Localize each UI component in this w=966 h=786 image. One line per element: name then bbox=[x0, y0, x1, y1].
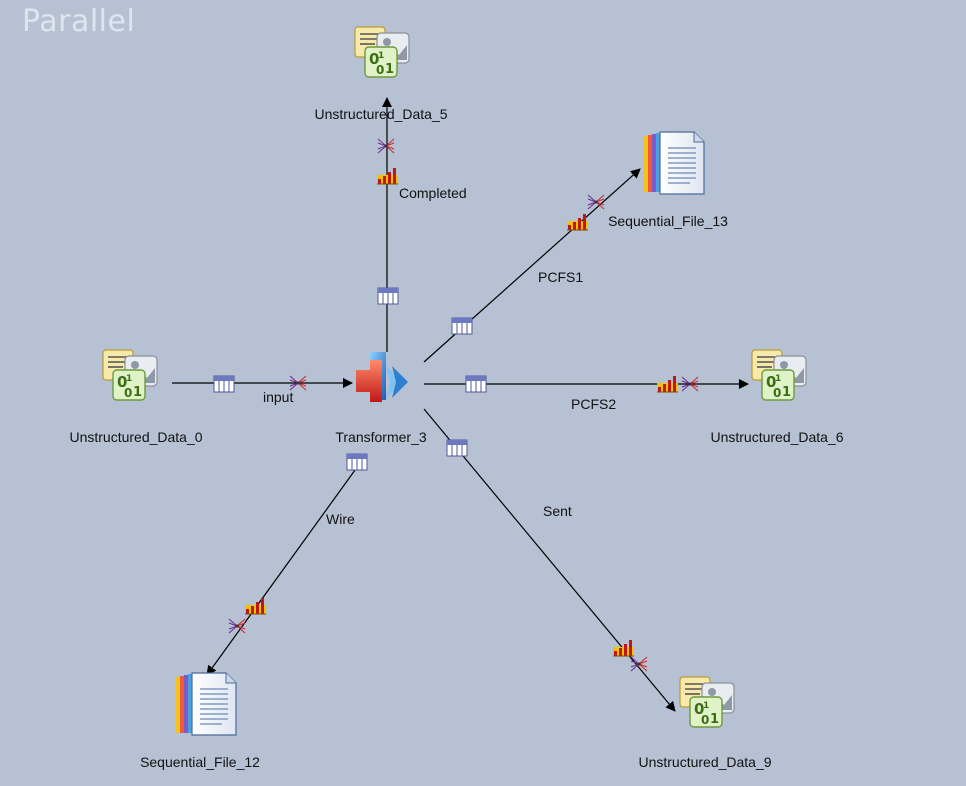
sequential-file-13-icon bbox=[643, 131, 705, 195]
node-label-unstructured-data-6[interactable]: Unstructured_Data_6 bbox=[710, 429, 844, 445]
link-label-completed[interactable]: Completed bbox=[399, 185, 467, 201]
link-pcfs2-partition-icon bbox=[656, 375, 679, 393]
link-label-pcfs1[interactable]: PCFS1 bbox=[538, 269, 584, 285]
link-pcfs1-partition-icon bbox=[566, 213, 589, 231]
link-pcfs1-collector-icon bbox=[587, 194, 605, 210]
link-pcfs2-grid-icon bbox=[465, 375, 487, 393]
link-input-grid-icon bbox=[213, 375, 235, 393]
link-sent-grid-icon bbox=[446, 439, 468, 457]
node-label-unstructured-data-5[interactable]: Unstructured_Data_5 bbox=[314, 106, 448, 122]
sequential-file-12-icon bbox=[175, 672, 237, 736]
node-label-unstructured-data-9[interactable]: Unstructured_Data_9 bbox=[638, 754, 772, 770]
link-label-wire[interactable]: Wire bbox=[326, 511, 355, 527]
link-sent-collector-icon bbox=[630, 656, 648, 672]
node-label-sequential-file-12[interactable]: Sequential_File_12 bbox=[140, 754, 260, 770]
link-sent-partition-icon bbox=[612, 639, 635, 657]
node-label-unstructured-data-0[interactable]: Unstructured_Data_0 bbox=[69, 429, 203, 445]
node-label-sequential-file-13[interactable]: Sequential_File_13 bbox=[608, 213, 728, 229]
link-line-sent bbox=[423, 408, 676, 712]
canvas-watermark: Parallel bbox=[22, 4, 136, 39]
unstructured-data-5-icon bbox=[354, 26, 410, 78]
unstructured-data-9-icon bbox=[679, 676, 735, 728]
node-label-transformer-3[interactable]: Transformer_3 bbox=[335, 429, 427, 445]
link-completed-grid-icon bbox=[377, 287, 399, 305]
link-label-pcfs2[interactable]: PCFS2 bbox=[571, 396, 617, 412]
transformer-icon bbox=[356, 352, 408, 402]
link-wire-partition-icon bbox=[244, 597, 267, 615]
unstructured-data-0-icon bbox=[102, 349, 158, 401]
link-wire-grid-icon bbox=[346, 453, 368, 471]
link-completed-collector-icon bbox=[377, 138, 395, 154]
link-label-sent[interactable]: Sent bbox=[543, 503, 572, 519]
link-pcfs1-grid-icon bbox=[451, 317, 473, 335]
link-label-input[interactable]: input bbox=[263, 389, 294, 405]
unstructured-data-6-icon bbox=[751, 349, 807, 401]
link-line-wire bbox=[206, 458, 364, 676]
